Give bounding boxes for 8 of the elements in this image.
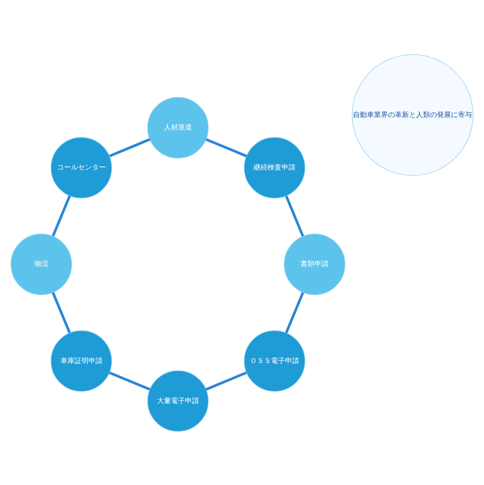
connector: [52, 194, 71, 236]
connector: [206, 138, 247, 157]
connector: [109, 138, 150, 157]
connector: [206, 371, 247, 390]
connector: [285, 194, 304, 236]
connector: [108, 370, 150, 390]
connector: [52, 291, 71, 333]
connector: [285, 292, 304, 333]
